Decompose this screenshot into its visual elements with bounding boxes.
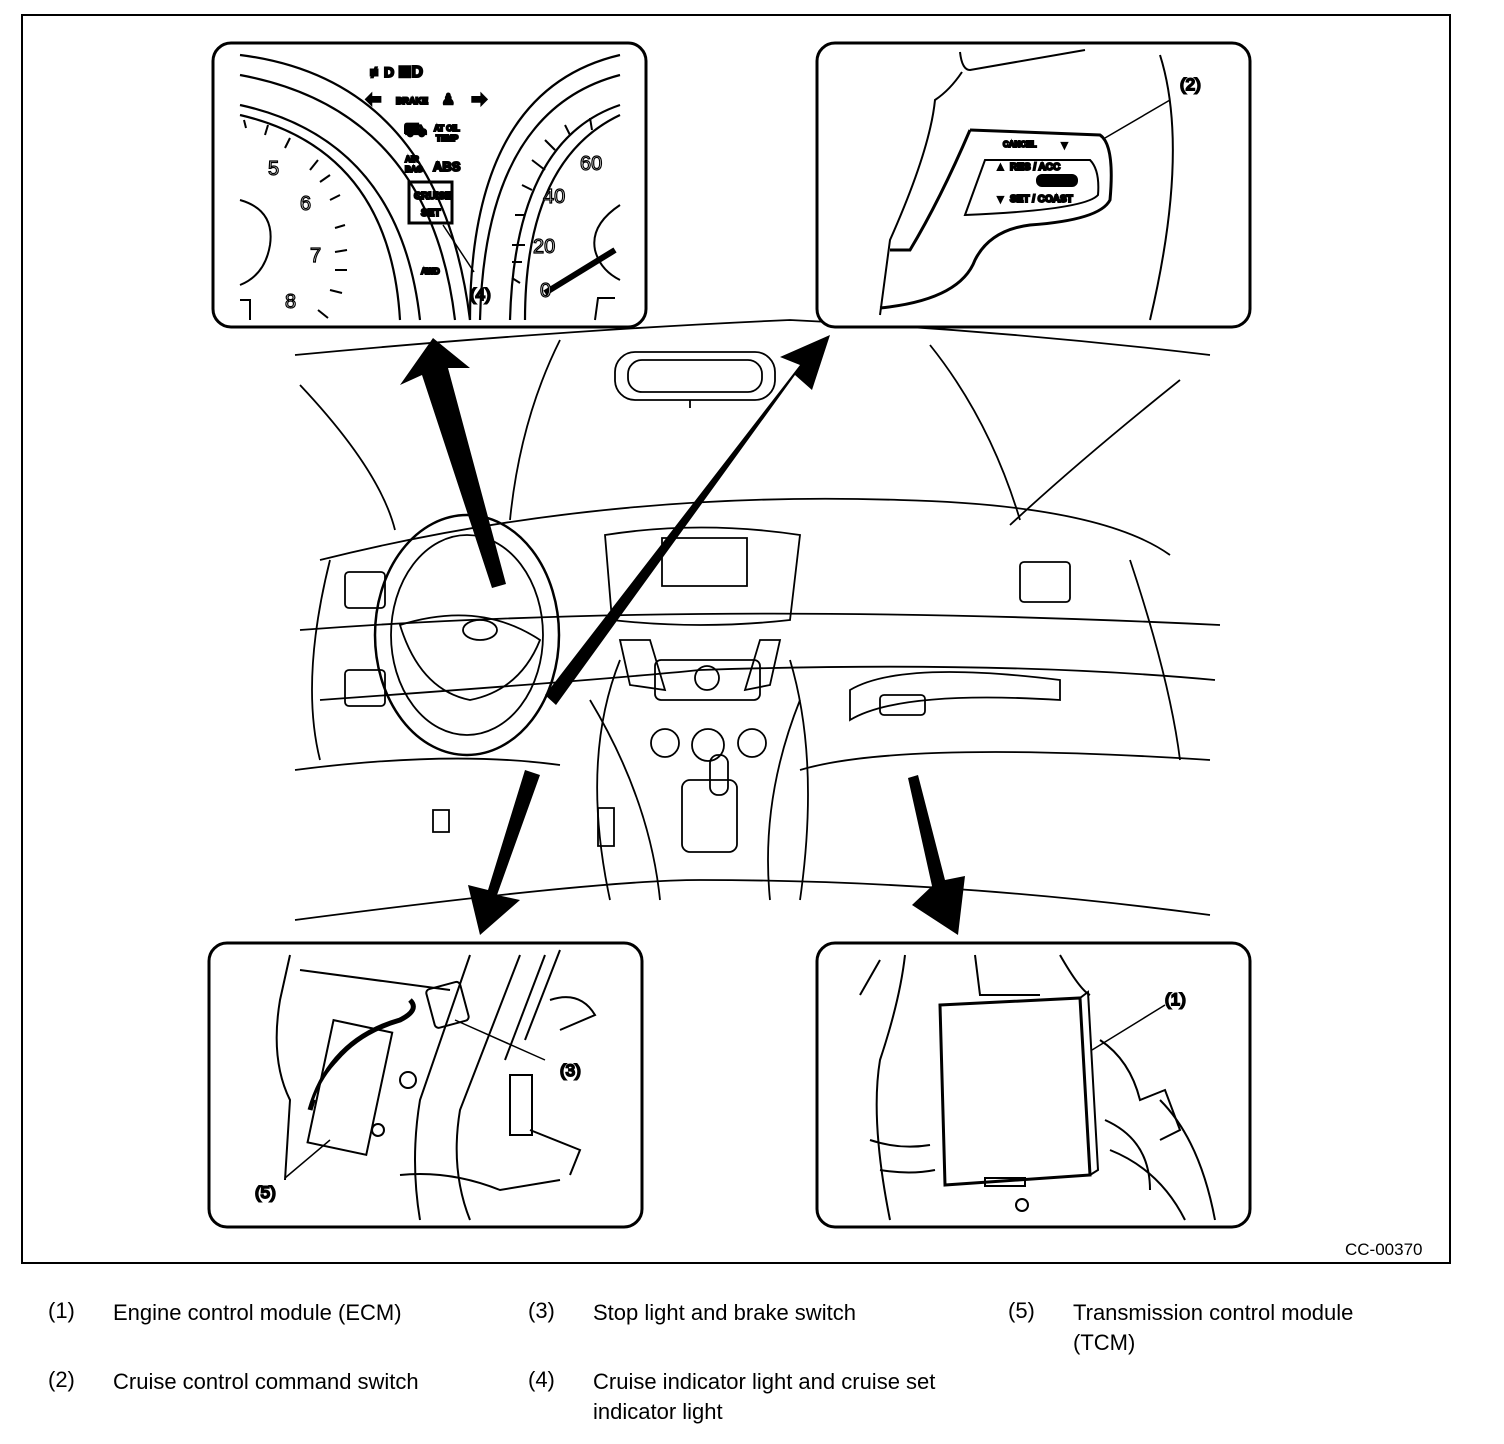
speed-number: 20 <box>533 236 555 258</box>
legend-number: (3) <box>528 1298 555 1323</box>
brake-indicator: BRAKE <box>396 96 428 106</box>
legend-item: (1) Engine control module (ECM) <box>48 1298 483 1328</box>
callout-2: (2) <box>1180 75 1201 94</box>
at-oil-temp-indicator: TEMP <box>436 134 459 143</box>
panel-ecm: (1) <box>817 943 1250 1227</box>
cruise-button-label: CRUISE <box>1040 176 1074 186</box>
seatbelt-icon: ♟ <box>442 91 455 107</box>
awd-indicator: AWD <box>421 267 440 276</box>
legend-number: (1) <box>48 1298 75 1323</box>
legend-text: Cruise control command switch <box>113 1369 419 1394</box>
cancel-label: CANCEL <box>1003 140 1036 149</box>
legend-item: (3) Stop light and brake switch <box>528 1298 963 1328</box>
callout-4: (4) <box>470 285 491 304</box>
figure-code: CC-00370 <box>1345 1240 1423 1259</box>
legend-item: (5) Transmission control module (TCM) <box>1008 1298 1403 1358</box>
abs-indicator: ABS <box>433 159 461 174</box>
pointer-arrows <box>400 335 965 935</box>
tach-number: 7 <box>310 245 321 267</box>
legend-item: (2) Cruise control command switch <box>48 1367 483 1397</box>
cruise-indicator: CRUISE <box>414 191 452 202</box>
speed-number: 40 <box>543 186 565 208</box>
set-coast-label: SET / COAST <box>1010 194 1073 205</box>
legend-item: (4) Cruise indicator light and cruise se… <box>528 1367 953 1427</box>
fog-light-icon: ≢D <box>370 64 394 80</box>
turn-right-icon: ⇨ <box>472 89 487 109</box>
set-indicator: SET <box>421 208 440 219</box>
vdc-icon: ⛟ <box>404 120 427 140</box>
res-acc-label: RES / ACC <box>1010 162 1060 173</box>
legend-number: (2) <box>48 1367 75 1392</box>
figure-frame <box>22 15 1450 1263</box>
legend-number: (4) <box>528 1367 555 1392</box>
panel-combination-meter: 5 6 7 8 60 40 20 0 ≢D ≣D ⇦ BRAKE ♟ ⇨ ⛟ A… <box>213 43 646 327</box>
tach-number: 8 <box>285 291 296 313</box>
panel-brake-switch-tcm: (3) (5) <box>209 943 642 1227</box>
cancel-arrow-icon: ▼ <box>1060 140 1069 150</box>
at-oil-temp-indicator: AT OIL <box>434 124 460 133</box>
turn-left-icon: ⇦ <box>365 89 381 109</box>
speed-number: 60 <box>580 153 602 175</box>
diagram: 5 6 7 8 60 40 20 0 ≢D ≣D ⇦ BRAKE ♟ ⇨ ⛟ A… <box>0 0 1504 1290</box>
up-arrow-icon: ▲ <box>996 162 1005 172</box>
legend-number: (5) <box>1008 1298 1035 1323</box>
tach-number: 5 <box>268 158 279 180</box>
callout-5: (5) <box>255 1183 276 1202</box>
panel-command-switch: CANCEL ▼ ▲ RES / ACC CRUISE ▼ SET / COAS… <box>817 43 1250 327</box>
legend-text: Stop light and brake switch <box>593 1300 856 1325</box>
tach-number: 6 <box>300 193 311 215</box>
airbag-indicator: BAG <box>405 165 423 174</box>
legend-text: Cruise indicator light and cruise set in… <box>593 1369 936 1424</box>
callout-3: (3) <box>560 1061 581 1080</box>
down-arrow-icon: ▼ <box>996 194 1005 204</box>
headlight-icon: ≣D <box>398 64 423 81</box>
airbag-indicator: AIR <box>405 155 419 164</box>
callout-1: (1) <box>1165 990 1186 1009</box>
legend-text: Engine control module (ECM) <box>113 1300 402 1325</box>
speed-number: 0 <box>540 280 551 302</box>
legend-text: Transmission control module (TCM) <box>1073 1300 1354 1355</box>
